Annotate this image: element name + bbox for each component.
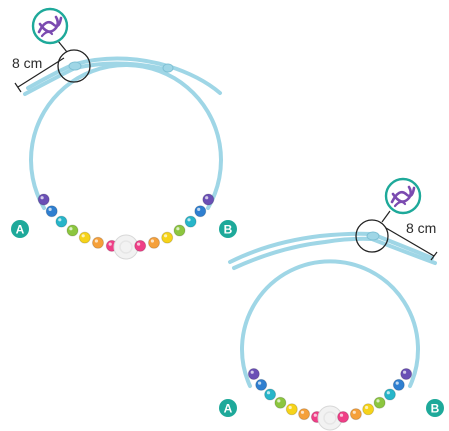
bracelet-2-bead	[274, 396, 287, 409]
bracelet-2-bead-highlight	[403, 370, 407, 374]
bracelet-2-bead-highlight	[288, 405, 292, 410]
bracelet-1-cord	[29, 63, 223, 210]
bracelet-2-beads	[247, 368, 413, 431]
bracelet-1-bead	[45, 205, 58, 218]
bracelet-2-bead-highlight	[313, 413, 317, 417]
bracelet-1-measure-tick	[14, 82, 22, 93]
bracelet-2-bead	[247, 368, 260, 380]
bracelet-2: 8 cm A B	[219, 177, 444, 431]
bracelet-1-bead	[184, 215, 197, 228]
bracelet-1-end-b-badge: B	[219, 220, 237, 238]
bracelet-1-bead	[148, 236, 160, 249]
bracelet-1-bead	[173, 224, 186, 237]
bracelet-2-cord-end-right	[232, 236, 437, 270]
bracelet-2-bead	[255, 378, 268, 391]
bracelet-1-sliding-knot	[68, 61, 82, 71]
bracelet-2-bead-highlight	[250, 370, 254, 374]
bracelet-2-center-bead-ring	[323, 411, 337, 425]
bracelet-1-end-a-badge: A	[11, 220, 29, 238]
bracelet-1-bead-highlight	[176, 227, 180, 231]
bracelet-2-bead-highlight	[266, 391, 271, 395]
bracelet-2-bead-highlight	[352, 410, 356, 414]
bracelet-1-bead-highlight	[150, 239, 154, 243]
bracelet-2-bead-highlight	[277, 399, 281, 403]
bracelet-1-bead-highlight	[108, 242, 112, 246]
bracelet-1-bead	[55, 215, 68, 228]
bracelet-1-bead-highlight	[187, 218, 191, 222]
bracelet-2-end-b-badge: B	[426, 399, 444, 417]
bracelet-2-zoom-circle	[355, 219, 389, 253]
bracelet-2-bead-highlight	[258, 381, 262, 385]
bracelet-2-bead	[373, 396, 386, 409]
bracelet-2-bead-highlight	[365, 405, 369, 410]
bracelet-1-bead-highlight	[94, 239, 98, 243]
bracelet-1-measure-line	[17, 57, 65, 88]
bracelet-2-bead	[298, 408, 311, 421]
bracelet-2-end-a-badge: A	[219, 399, 237, 417]
knot-icon	[31, 7, 69, 45]
bracelet-1-bead-highlight	[40, 196, 44, 200]
bracelet-2-bead-highlight	[300, 410, 305, 414]
bracelet-1: 8 cm A B	[11, 7, 237, 260]
bracelet-2-bead-highlight	[339, 413, 344, 417]
bracelet-2-bead	[349, 408, 362, 421]
bracelet-1-bead	[161, 231, 174, 244]
bracelet-1-icon-connector	[57, 40, 68, 53]
bracelet-2-end-b-label: B	[431, 402, 440, 416]
bracelet-2-bead	[392, 378, 405, 391]
bracelet-2-cord	[240, 259, 420, 388]
bracelet-2-measure-label: 8 cm	[406, 220, 436, 236]
bracelet-1-end-a-label: A	[16, 223, 25, 237]
bracelet-2-measure-tick	[430, 251, 438, 261]
bracelet-1-end-b-label: B	[224, 223, 233, 237]
bracelet-2-bead	[383, 388, 396, 401]
bracelet-2-bead-highlight	[386, 391, 390, 395]
bracelet-1-beads	[37, 193, 215, 260]
bracelet-1-bead-highlight	[164, 234, 168, 238]
bracelet-1-bead-highlight	[69, 227, 73, 231]
bracelet-1-bead-highlight	[58, 218, 62, 222]
bracelet-1-measure-label: 8 cm	[12, 55, 42, 71]
bracelet-2-bead	[264, 388, 277, 401]
bracelet-1-bead	[194, 205, 207, 218]
bracelet-2-icon-connector	[381, 210, 391, 223]
bracelet-2-bead	[285, 403, 298, 416]
bracelet-1-bead-highlight	[81, 234, 85, 238]
bracelet-1-bead-highlight	[137, 242, 141, 246]
knot-icon	[384, 177, 422, 215]
bracelet-1-bead	[66, 224, 79, 237]
bracelet-1-bead	[92, 236, 104, 249]
bracelet-1-zoom-circle	[57, 49, 91, 83]
bracelet-2-end-a-label: A	[224, 402, 233, 416]
bracelet-1-bead	[134, 239, 147, 252]
bracelet-2-measure-line	[385, 227, 435, 257]
bracelet-1-bead-highlight	[197, 207, 201, 211]
bracelet-2-bead	[362, 403, 375, 416]
bracelet-1-bead	[78, 231, 91, 244]
bracelet-2-sliding-knot	[366, 231, 380, 241]
bracelet-2-bead	[337, 411, 350, 423]
bracelet-1-bead-highlight	[205, 196, 209, 200]
bracelet-2-bead-highlight	[395, 381, 399, 385]
bracelet-1-bead	[37, 193, 50, 206]
bracelet-2-bead-highlight	[376, 399, 380, 403]
bracelet-1-center-bead-ring	[119, 240, 133, 254]
bracelet-2-cord-end-left	[228, 231, 434, 264]
bracelet-1-bead	[202, 193, 215, 206]
bracelet-1-knot-right	[162, 63, 174, 73]
bracelet-2-bead	[400, 368, 413, 380]
bracelet-1-bead-highlight	[48, 207, 52, 211]
bracelet-1-cord-end-left	[26, 56, 222, 95]
